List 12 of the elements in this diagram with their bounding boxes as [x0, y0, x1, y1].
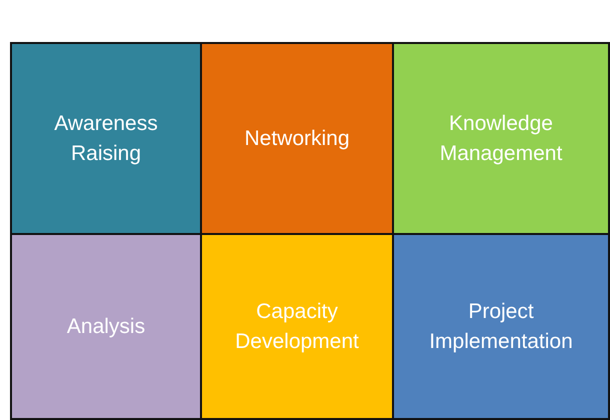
puzzle-piece [10, 42, 202, 235]
piece-label: Networking [244, 126, 350, 152]
piece-label: Analysis [66, 314, 146, 340]
piece-label: Project Implementation [428, 298, 574, 354]
puzzle-piece [200, 233, 394, 420]
puzzle-piece [200, 42, 394, 235]
puzzle-piece [10, 233, 202, 420]
piece-label: Knowledge Management [438, 110, 564, 166]
puzzle-piece [392, 42, 610, 235]
piece-label: Capacity Development [234, 298, 360, 354]
puzzle-piece [392, 233, 610, 420]
piece-label: Awareness Raising [53, 110, 159, 166]
